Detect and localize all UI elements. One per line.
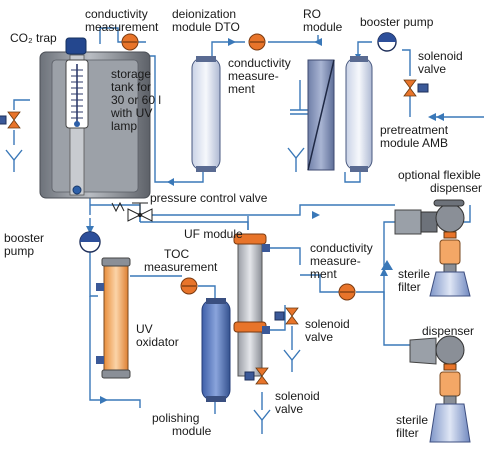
- conductivity-3-label-line1: conductivity: [310, 241, 373, 255]
- polishing-module: [201, 298, 231, 402]
- optional-dispenser-label-line2: dispenser: [430, 181, 482, 195]
- conductivity-sensor-icon: [180, 277, 198, 295]
- uv-oxidator-label-line1: UV: [136, 322, 153, 336]
- conductivity-1-label-line2: measurement: [85, 20, 159, 34]
- ro-module: [307, 59, 335, 171]
- co2-trap-label: CO₂ trap: [10, 31, 57, 45]
- dispenser-label: dispenser: [422, 324, 474, 338]
- co2-trap-icon: [65, 37, 87, 55]
- toc-label-line1: TOC: [164, 247, 189, 261]
- ro-label-line2: module: [303, 20, 343, 34]
- pretreatment-module: [345, 56, 373, 172]
- storage-tank: [39, 37, 151, 199]
- storage-tank-label-line3: 30 or 60 l: [111, 93, 161, 107]
- solenoid-top-label-line2: valve: [418, 62, 446, 76]
- solenoid-mid-label-line1: solenoid: [305, 317, 350, 331]
- conductivity-sensor-icon: [248, 33, 266, 51]
- conductivity-1-label-line1: conductivity: [85, 7, 148, 21]
- solenoid-valve-icon[interactable]: [244, 367, 269, 385]
- pressure-control-valve-icon[interactable]: [111, 201, 153, 222]
- labels: CO₂ trap conductivity measurement deioni…: [4, 7, 482, 440]
- storage-tank-label-line2: tank for: [111, 80, 151, 94]
- uv-oxidator-label-line2: oxidator: [136, 335, 179, 349]
- dispenser-icon[interactable]: [394, 199, 465, 239]
- storage-tank-label-line1: storage: [111, 67, 151, 81]
- storage-tank-label-line5: lamp: [111, 119, 137, 133]
- sterile-filter-icon: [429, 371, 471, 443]
- sterile-filter-2-label-line1: sterile: [396, 413, 428, 427]
- conductivity-2-label-line2: measure-: [228, 69, 279, 83]
- solenoid-valve-icon[interactable]: [0, 111, 21, 129]
- ro-label-line1: RO: [303, 7, 321, 21]
- drain-funnel: [287, 147, 305, 172]
- solenoid-bottom-label-line1: solenoid: [275, 389, 320, 403]
- uf-module-label: UF module: [184, 227, 243, 241]
- sterile-filter-icon: [429, 239, 471, 297]
- dispenser-icon[interactable]: [409, 335, 465, 371]
- conductivity-sensor-icon: [338, 283, 356, 301]
- uf-module: [233, 233, 270, 377]
- storage-tank-label-line4: with UV: [110, 106, 152, 120]
- solenoid-valve-icon[interactable]: [274, 307, 299, 325]
- polishing-label-line2: module: [172, 424, 212, 438]
- pump-icon[interactable]: [377, 32, 397, 52]
- pretreatment-label-line1: pretreatment: [380, 123, 449, 137]
- drain-funnel: [5, 149, 23, 172]
- drain-funnel: [253, 409, 271, 434]
- deionization-module: [191, 56, 221, 172]
- conductivity-2-label-line1: conductivity: [228, 56, 291, 70]
- sterile-filter-1-label-line2: filter: [398, 280, 421, 294]
- pressure-control-label: pressure control valve: [150, 191, 268, 205]
- solenoid-top-label-line1: solenoid: [418, 49, 463, 63]
- solenoid-valve-icon[interactable]: [403, 79, 429, 97]
- conductivity-2-label-line3: ment: [228, 82, 255, 96]
- toc-label-line2: measurement: [144, 260, 218, 274]
- pump-icon[interactable]: [79, 231, 101, 253]
- booster-pump-left-label-line1: booster: [4, 231, 44, 245]
- pretreatment-label-line2: module AMB: [380, 136, 448, 150]
- conductivity-3-label-line2: measure-: [310, 254, 361, 268]
- sterile-filter-1-label-line1: sterile: [398, 267, 430, 281]
- uv-oxidator: [96, 257, 131, 379]
- deionization-label-line1: deionization: [172, 7, 236, 21]
- deionization-label-line2: module DTO: [172, 20, 240, 34]
- booster-pump-left-label-line2: pump: [4, 244, 34, 258]
- sterile-filter-2-label-line2: filter: [396, 426, 419, 440]
- booster-pump-top-label: booster pump: [360, 15, 434, 29]
- solenoid-mid-label-line2: valve: [305, 330, 333, 344]
- conductivity-sensor-icon: [121, 33, 139, 51]
- optional-dispenser-label-line1: optional flexible: [398, 168, 481, 182]
- polishing-label-line1: polishing: [152, 411, 199, 425]
- drain-funnel: [283, 349, 301, 372]
- conductivity-3-label-line3: ment: [310, 267, 337, 281]
- solenoid-bottom-label-line2: valve: [275, 402, 303, 416]
